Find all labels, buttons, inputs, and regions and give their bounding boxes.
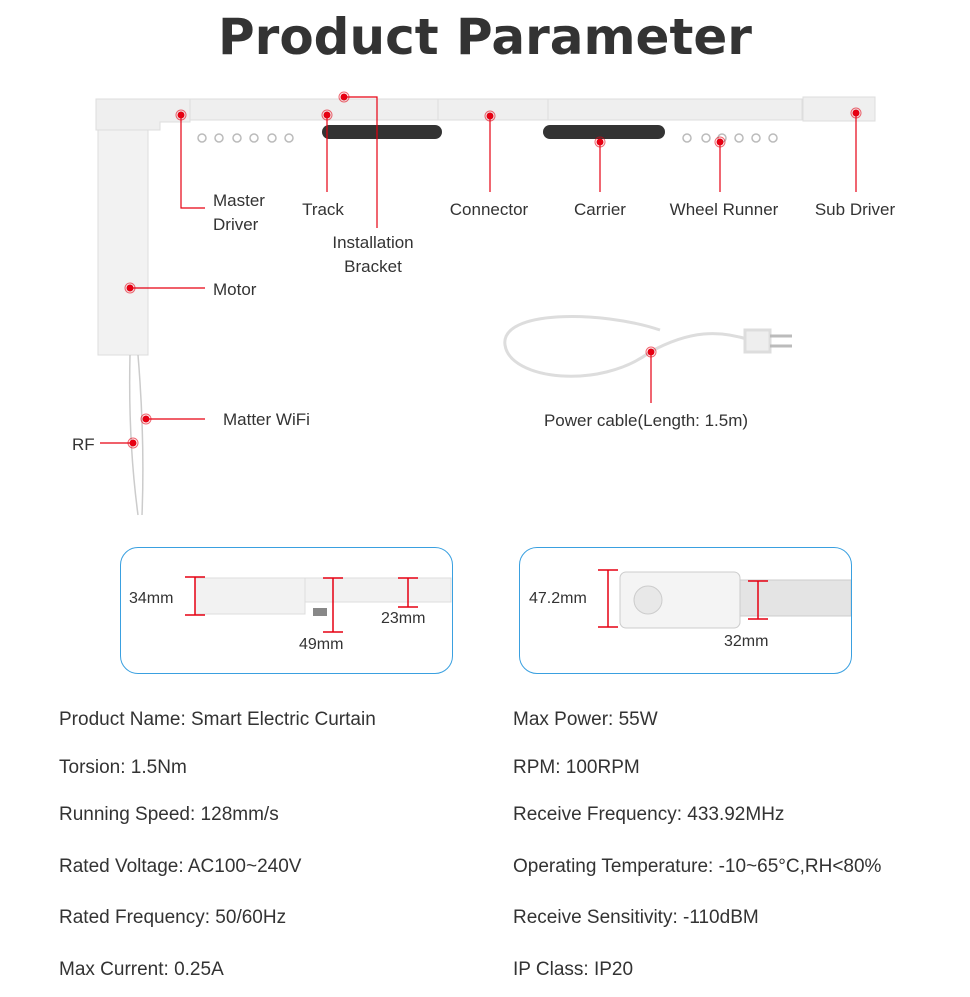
callout-wheel-runner: Wheel Runner [669, 200, 779, 219]
spec-item: Torsion: 1.5Nm [59, 757, 187, 778]
dimension-height-32: 32mm [724, 633, 769, 650]
callout-motor: Motor [213, 280, 257, 299]
motor-wires [128, 354, 144, 516]
callout-track: Track [302, 200, 344, 219]
callout-carrier: Carrier [574, 200, 626, 219]
spec-item: Operating Temperature: -10~65°C,RH<80% [513, 856, 882, 877]
dimension-drawing-left [185, 576, 452, 633]
power-cable [503, 315, 792, 378]
spec-item: IP Class: IP20 [513, 959, 634, 980]
page-title: Product Parameter [218, 8, 752, 66]
dimension-height-47-2: 47.2mm [529, 590, 587, 607]
callout-lines [100, 96, 857, 444]
spec-item: Product Name: Smart Electric Curtain [59, 709, 376, 730]
spec-item: Receive Sensitivity: -110dBM [513, 907, 759, 928]
spec-item: Max Current: 0.25A [59, 959, 224, 980]
callout-connector: Connector [449, 200, 529, 219]
callout-power-cable: Power cable(Length: 1.5m) [543, 411, 749, 430]
callout-matter-wifi: Matter WiFi [223, 410, 310, 429]
callout-dots [126, 93, 860, 447]
spec-item: Max Power: 55W [513, 709, 658, 730]
callout-rf: RF [72, 435, 95, 454]
spec-item: Receive Frequency: 433.92MHz [513, 804, 785, 825]
wheel-runners [197, 133, 778, 143]
spec-item: RPM: 100RPM [513, 757, 640, 778]
carriers [322, 125, 665, 139]
spec-item: Rated Voltage: AC100~240V [59, 856, 302, 877]
dimension-height-23: 23mm [381, 610, 426, 627]
spec-item: Rated Frequency: 50/60Hz [59, 907, 287, 928]
callout-sub-driver: Sub Driver [814, 200, 896, 219]
dimension-box-left [120, 547, 453, 674]
dimension-height-49: 49mm [299, 636, 344, 653]
track-assembly [95, 96, 876, 356]
dimension-drawing-right [598, 569, 852, 629]
dimension-height-34: 34mm [129, 590, 174, 607]
spec-item: Running Speed: 128mm/s [59, 804, 279, 825]
dimension-box-right [519, 547, 852, 674]
